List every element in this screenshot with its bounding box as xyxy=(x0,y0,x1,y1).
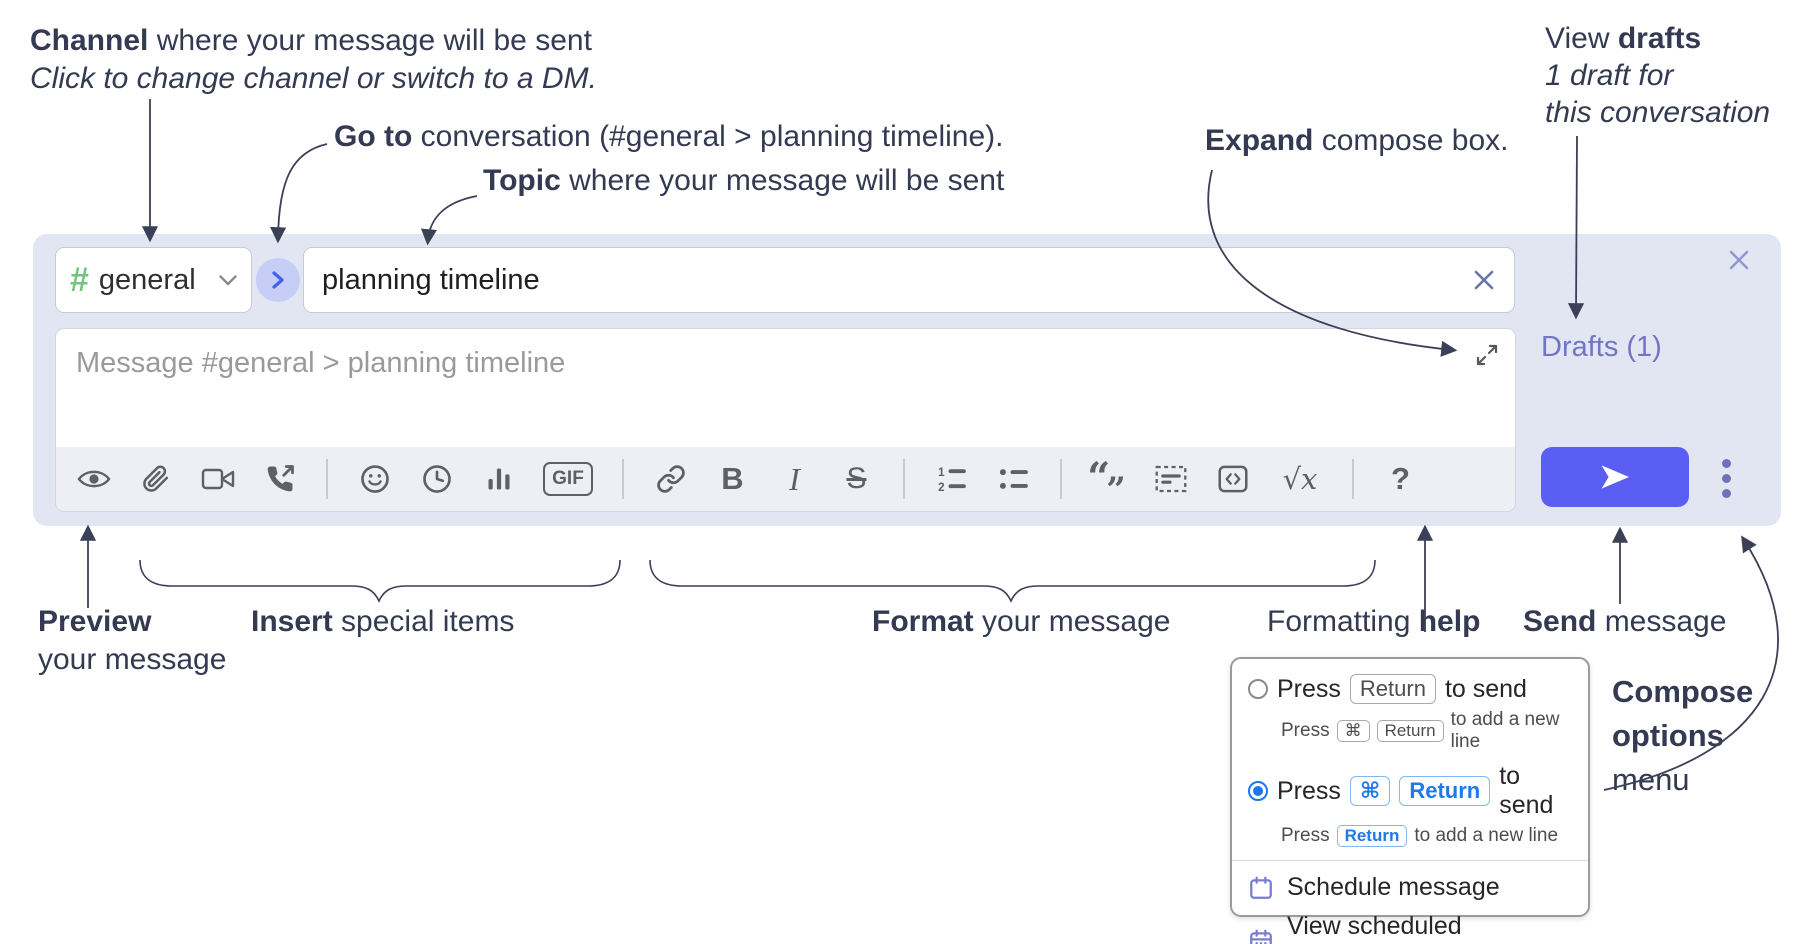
message-placeholder: Message #general > planning timeline xyxy=(76,347,566,379)
calendar-icon xyxy=(1250,876,1272,899)
question-mark-icon: ? xyxy=(1391,461,1410,496)
numbered-list-button[interactable]: 1 2 xyxy=(928,456,975,503)
strikethrough-button[interactable]: S xyxy=(833,456,880,503)
italic-icon: I xyxy=(789,460,800,497)
bold-icon: B xyxy=(721,461,744,496)
link-icon xyxy=(656,465,685,493)
return-key: Return xyxy=(1399,776,1491,806)
expand-compose-button[interactable] xyxy=(1475,343,1499,372)
bar-chart-icon xyxy=(488,468,509,490)
compose-toolbar: GIF B I S 1 xyxy=(56,447,1515,511)
send-button[interactable] xyxy=(1541,447,1689,507)
latex-icon: √x xyxy=(1282,462,1318,496)
dots-icon xyxy=(1721,458,1731,468)
gif-button[interactable]: GIF xyxy=(537,456,599,503)
toolbar-divider xyxy=(1060,459,1062,499)
expand-annotation: Expand compose box. xyxy=(1205,124,1509,157)
spoiler-button[interactable] xyxy=(1147,456,1194,503)
cmd-key: ⌘ xyxy=(1349,776,1391,806)
formatting-help-annotation: Formatting help xyxy=(1267,605,1481,638)
quote-icon: “” xyxy=(1087,454,1126,510)
phone-outgoing-icon xyxy=(267,465,294,492)
poll-button[interactable] xyxy=(475,456,522,503)
gif-icon: GIF xyxy=(543,462,593,496)
channel-annotation: Channel where your message will be sent … xyxy=(30,24,597,95)
calendar-grid-icon xyxy=(1250,929,1272,944)
format-annotation: Format your message xyxy=(872,605,1171,638)
radio-unselected-icon[interactable] xyxy=(1248,679,1268,699)
clock-icon xyxy=(422,465,451,493)
channel-name: general xyxy=(98,263,196,296)
audio-call-button[interactable] xyxy=(256,456,303,503)
dots-icon xyxy=(1721,473,1731,483)
drafts-annotation: View drafts 1 draft for this conversatio… xyxy=(1545,22,1771,129)
chevron-down-icon xyxy=(219,274,237,285)
code-icon xyxy=(1217,465,1248,493)
chevron-right-icon xyxy=(272,271,284,289)
compose-options-menu-button[interactable] xyxy=(1708,450,1744,506)
toolbar-divider xyxy=(1352,459,1354,499)
paperclip-icon xyxy=(142,465,168,492)
spoiler-icon xyxy=(1155,465,1186,493)
svg-text:1: 1 xyxy=(938,467,945,479)
radio-return-to-send[interactable]: Press Return to send xyxy=(1232,671,1588,707)
radio-return-subtext: Press ⌘ Return to add a new line xyxy=(1281,709,1560,752)
toolbar-divider xyxy=(903,459,905,499)
send-annotation: Send message xyxy=(1523,605,1727,638)
attach-file-button[interactable] xyxy=(132,456,179,503)
dots-icon xyxy=(1721,488,1731,498)
cmd-key: ⌘ xyxy=(1336,720,1370,742)
menu-divider xyxy=(1232,860,1588,861)
code-button[interactable] xyxy=(1209,456,1256,503)
topic-value: planning timeline xyxy=(322,263,540,296)
schedule-time-button[interactable] xyxy=(413,456,460,503)
toolbar-divider xyxy=(622,459,624,499)
radio-selected-icon[interactable] xyxy=(1248,781,1268,801)
compose-box: # general planning timeline Message #gen… xyxy=(33,234,1781,526)
insert-annotation: Insert special items xyxy=(251,605,515,638)
close-compose-button[interactable] xyxy=(1725,246,1753,279)
svg-text:2: 2 xyxy=(938,482,944,493)
compose-options-menu: Press Return to send Press ⌘ Return to a… xyxy=(1230,657,1590,944)
channel-hash-icon: # xyxy=(70,261,89,299)
radio-cmd-return-subtext: Press Return to add a new line xyxy=(1281,825,1559,847)
formatting-help-button[interactable]: ? xyxy=(1377,456,1424,503)
send-plane-icon xyxy=(1601,465,1629,489)
menu-item-view-scheduled-messages[interactable]: View scheduled messages xyxy=(1232,907,1588,944)
goto-annotation: Go to conversation (#general > planning … xyxy=(334,120,1004,153)
return-key: Return xyxy=(1349,674,1436,704)
video-camera-icon xyxy=(201,468,234,490)
compose-options-annotation: Compose options menu xyxy=(1612,674,1754,797)
toolbar-divider xyxy=(326,459,328,499)
smiley-icon xyxy=(360,465,389,493)
radio-cmd-return-to-send[interactable]: Press ⌘ Return to send xyxy=(1232,759,1588,823)
preview-annotation: Preview your message xyxy=(38,605,227,676)
bold-button[interactable]: B xyxy=(709,456,756,503)
video-call-button[interactable] xyxy=(194,456,241,503)
emoji-button[interactable] xyxy=(351,456,398,503)
channel-selector[interactable]: # general xyxy=(55,247,252,313)
topic-annotation: Topic where your message will be sent xyxy=(483,164,1005,197)
preview-button[interactable] xyxy=(70,456,117,503)
go-to-conversation-button[interactable] xyxy=(256,258,300,302)
bulleted-list-icon xyxy=(999,469,1028,489)
message-compose-area[interactable]: Message #general > planning timeline xyxy=(55,328,1516,512)
return-key: Return xyxy=(1336,825,1408,847)
expand-icon xyxy=(1476,344,1498,366)
return-key: Return xyxy=(1376,720,1444,742)
link-button[interactable] xyxy=(647,456,694,503)
menu-item-schedule-message[interactable]: Schedule message xyxy=(1232,868,1588,907)
close-icon xyxy=(1729,250,1749,270)
bulleted-list-button[interactable] xyxy=(990,456,1037,503)
topic-input[interactable]: planning timeline xyxy=(303,247,1515,313)
clear-topic-icon[interactable] xyxy=(1472,268,1496,292)
quote-button[interactable]: “” xyxy=(1085,454,1132,510)
italic-button[interactable]: I xyxy=(771,456,818,503)
math-button[interactable]: √x xyxy=(1271,456,1329,503)
numbered-list-icon: 1 2 xyxy=(938,467,966,493)
strikethrough-icon: S xyxy=(846,462,867,495)
drafts-link[interactable]: Drafts (1) xyxy=(1541,331,1662,363)
eye-icon xyxy=(77,470,110,488)
